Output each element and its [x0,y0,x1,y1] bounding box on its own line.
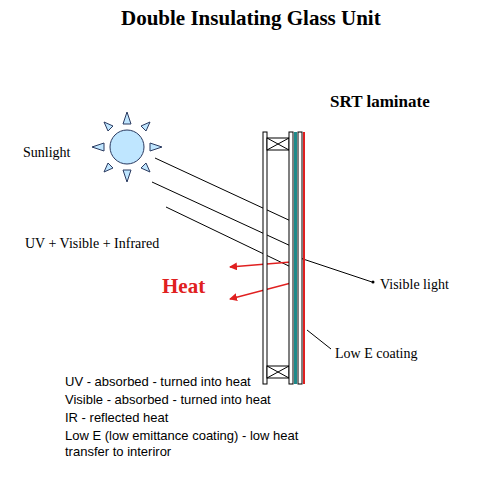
part-label: SRT laminate [330,92,430,112]
heat-arrows [230,262,291,299]
leader-line [307,330,331,349]
sun-symbol [92,112,162,182]
diagram-title: Double Insulating Glass Unit [121,6,381,31]
sun-rays [152,158,372,282]
output-label: Visible light [380,277,449,294]
source-label: Sunlight [23,145,70,162]
glass-unit [263,132,305,384]
note-line: UV - absorbed - turned into heat [65,374,251,390]
heat-label: Heat [162,274,205,299]
spectrum-label: UV + Visible + Infrared [25,236,159,253]
note-line: Low E (low emittance coating) - low heat… [65,428,327,459]
note-line: IR - reflected heat [65,410,168,426]
note-line: Visible - absorbed - turned into heat [65,392,271,408]
coating-label: Low E coating [335,346,417,363]
